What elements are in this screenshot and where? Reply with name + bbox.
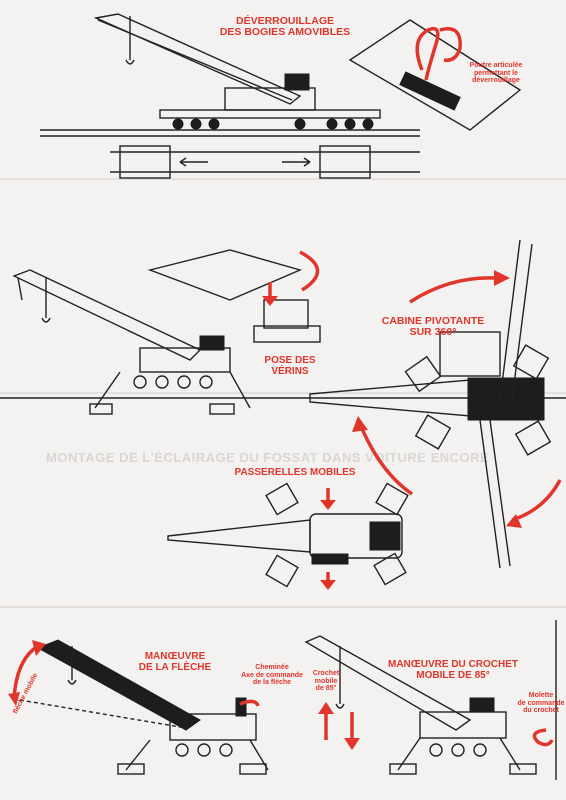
crochet-mobile-note-line: de 85° [315, 685, 337, 693]
cheminee-note-line: de la flèche [252, 679, 292, 687]
molette-note-line: Molette [528, 692, 554, 699]
cabine-label-line: SUR 360° [409, 326, 457, 339]
crochet-label-line: MANŒUVRE DU CROCHET [388, 659, 518, 670]
crochet-label: MANŒUVRE DU CROCHET MOBILE DE 85° [368, 659, 538, 681]
fold-line [0, 178, 566, 180]
poutre-note: Poutre articulée permettant le déverroui… [456, 62, 536, 85]
bogies-title: DÉVERROUILLAGE DES BOGIES AMOVIBLES [190, 15, 380, 39]
cheminee-note-line: Cheminée [255, 664, 289, 671]
molette-note: Molette de commande du crochet [516, 692, 566, 715]
molette-note-line: de commande [517, 699, 565, 707]
cheminee-note-line: Axe de commande [241, 671, 303, 679]
fleche-label: MANŒUVRE DE LA FLÈCHE [120, 651, 230, 673]
fleche-label-line: MANŒUVRE [144, 651, 206, 662]
crochet-mobile-note: Crochet mobile de 85° [306, 670, 346, 693]
cabine-label-line: CABINE PIVOTANTE [381, 315, 485, 327]
verins-label-line: POSE DES [264, 355, 316, 366]
bogies-title-line: DES BOGIES AMOVIBLES [219, 26, 351, 39]
verins-label-line: VÉRINS [271, 365, 309, 377]
fleche-label-line: DE LA FLÈCHE [138, 661, 212, 673]
molette-note-line: du crochet [523, 707, 559, 715]
poutre-note-line: Poutre articulée [469, 62, 523, 69]
cheminee-note: Cheminée Axe de commande de la flèche [232, 664, 312, 687]
verins-label: POSE DES VÉRINS [240, 355, 340, 377]
crochet-mobile-note-line: mobile [314, 677, 338, 685]
crochet-drawing [304, 620, 557, 780]
crane-verins-drawing [0, 239, 566, 569]
fold-line [0, 392, 566, 394]
fleche-drawing [8, 639, 269, 775]
bogies-title-line: DÉVERROUILLAGE [235, 15, 334, 27]
passerelles-drawing [167, 482, 409, 590]
crochet-label-line: MOBILE DE 85° [416, 669, 490, 681]
cabine-label: CABINE PIVOTANTE SUR 360° [368, 315, 498, 339]
poutre-note-line: permettant le [474, 69, 518, 77]
passerelles-label: PASSERELLES MOBILES [234, 467, 356, 478]
crochet-mobile-note-line: Crochet [312, 670, 340, 677]
fold-line [0, 606, 566, 608]
crane-bogies-drawing [40, 13, 522, 179]
poutre-note-line: déverrouillage [472, 77, 520, 85]
